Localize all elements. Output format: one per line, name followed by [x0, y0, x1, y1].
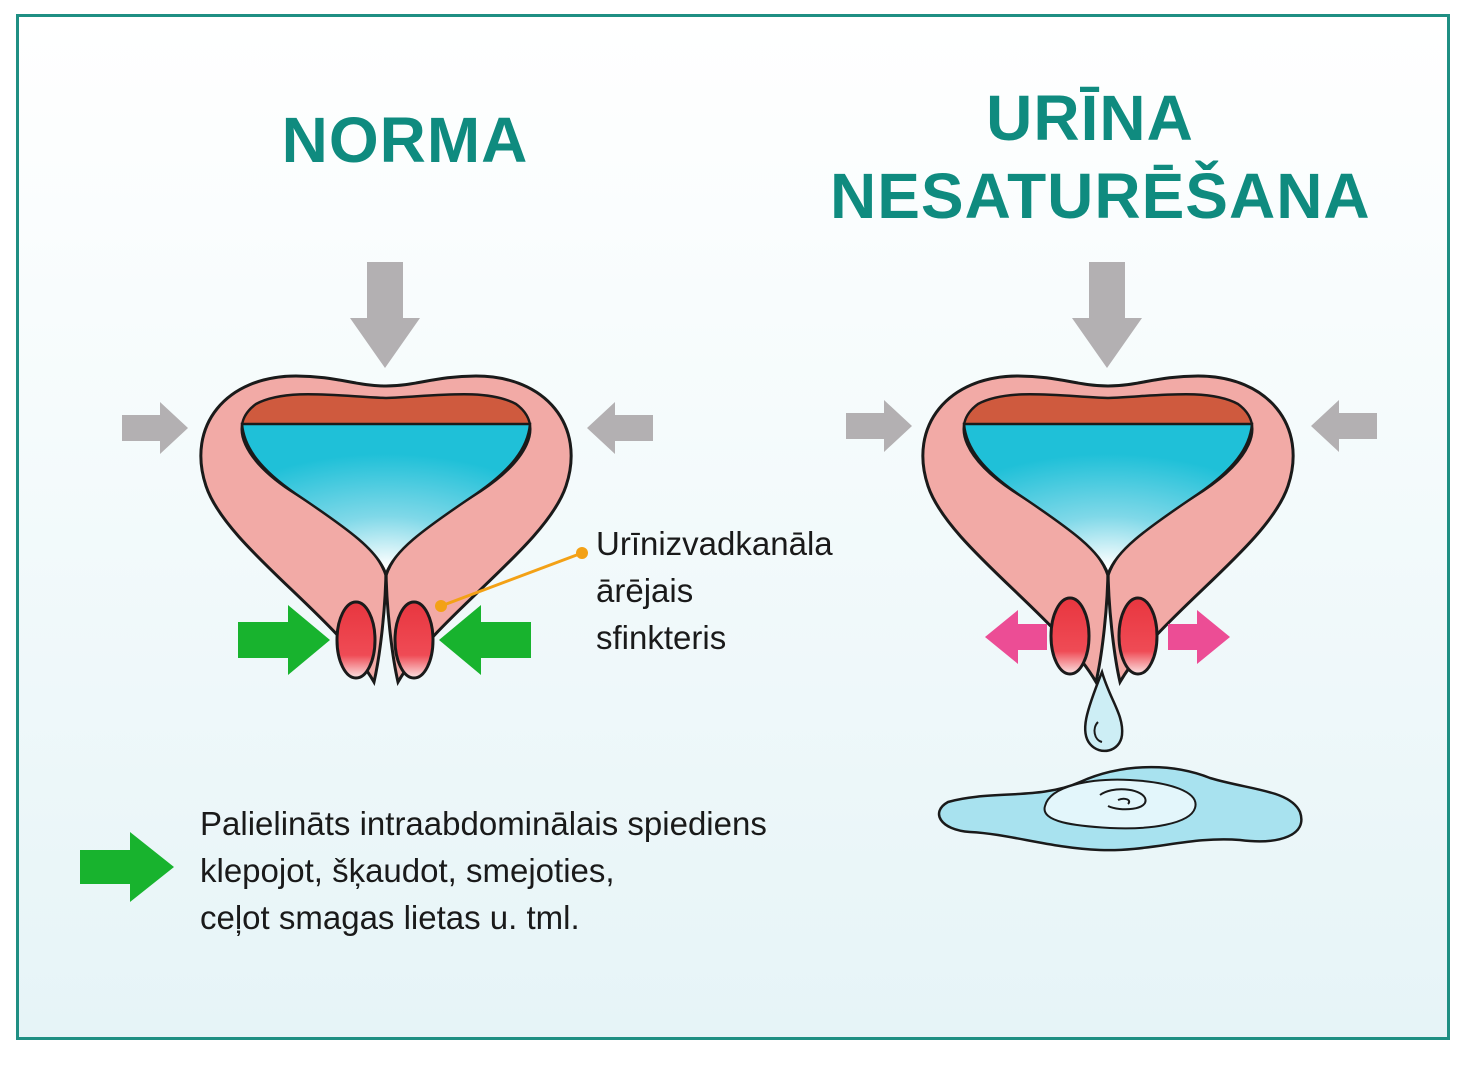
pressure-arrow-icon — [587, 402, 653, 454]
pressure-arrow-icon — [122, 402, 188, 454]
pressure-arrow-icon — [846, 400, 912, 452]
legend-text: Palielināts intraabdominālais spiediens … — [200, 800, 767, 941]
sphincter-right — [1117, 596, 1159, 676]
leak-arrow-icon — [985, 610, 1047, 664]
annotation-line: ārējais — [596, 572, 694, 609]
squeeze-arrow-icon — [80, 832, 174, 902]
annotation-dot — [576, 547, 588, 559]
annotation-line: sfinkteris — [596, 619, 727, 656]
sphincter-annotation: Urīnizvadkanāla ārējais sfinkteris — [596, 520, 833, 661]
sphincter-right — [393, 600, 435, 680]
title-incontinence-line2: NESATURĒŠANA — [830, 160, 1371, 232]
legend-line: Palielināts intraabdominālais spiediens — [200, 805, 767, 842]
drop-icon — [1083, 668, 1124, 753]
bladder-incontinence — [921, 374, 1295, 684]
sphincter-left — [1049, 596, 1091, 676]
leak-arrow-icon — [1168, 610, 1230, 664]
pressure-arrow-icon — [1072, 262, 1142, 368]
annotation-line: Urīnizvadkanāla — [596, 525, 833, 562]
legend-line: ceļot smagas lietas u. tml. — [200, 899, 580, 936]
pressure-arrow-icon — [350, 262, 420, 368]
squeeze-arrow-icon — [439, 605, 531, 675]
squeeze-arrow-icon — [238, 605, 330, 675]
annotation-dot — [435, 600, 447, 612]
title-incontinence-line1: URĪNA — [986, 82, 1194, 154]
sphincter-left — [335, 600, 377, 680]
annotation-leader-line — [440, 551, 583, 608]
title-normal: NORMA — [281, 104, 529, 176]
legend-line: klepojot, šķaudot, smejoties, — [200, 852, 615, 889]
pressure-arrow-icon — [1311, 400, 1377, 452]
